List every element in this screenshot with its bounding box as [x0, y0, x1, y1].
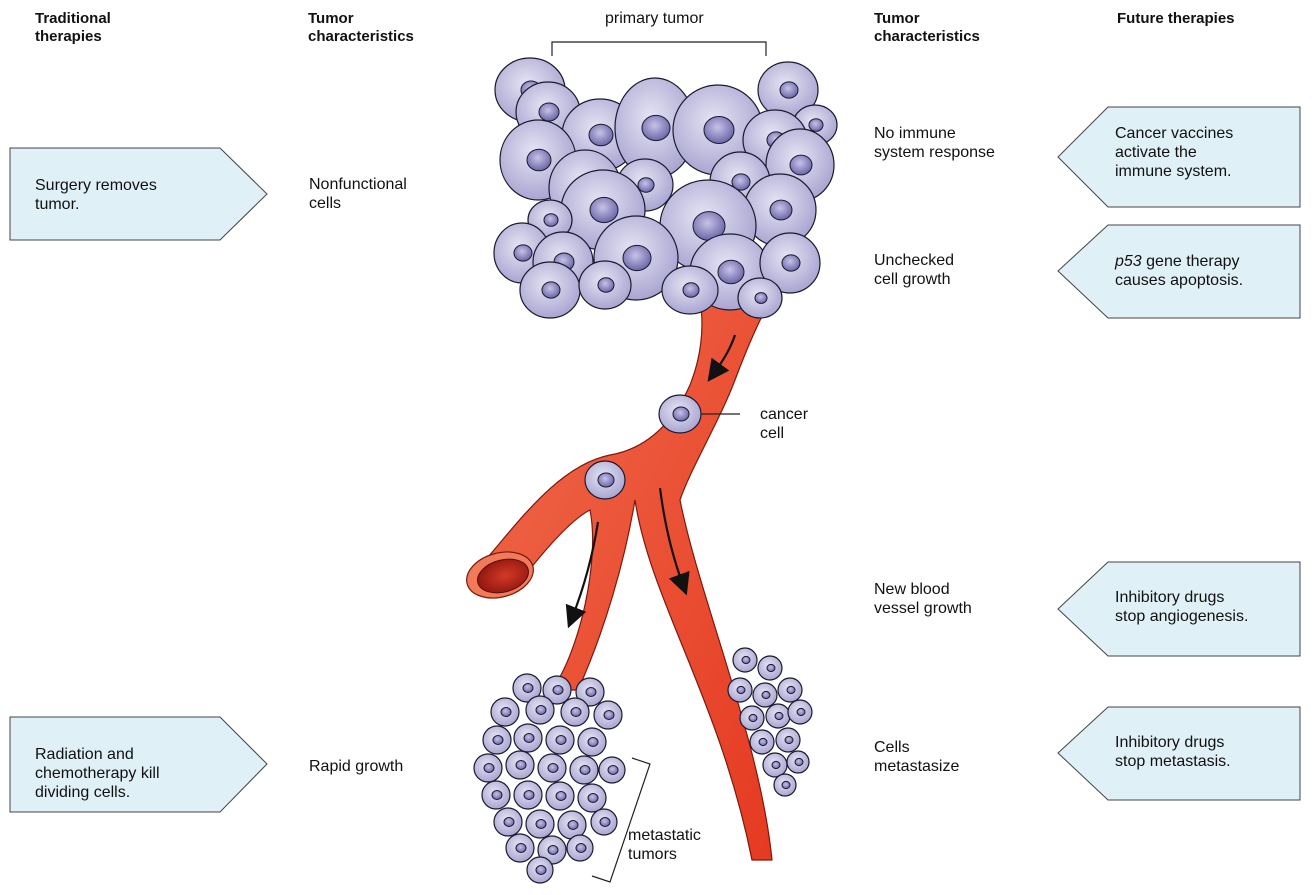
metastatic-cell	[774, 774, 796, 796]
p53-text: p53 gene therapy causes apoptosis.	[1115, 252, 1243, 290]
metastatic-cell	[788, 700, 812, 724]
metastatic-cell	[561, 698, 589, 726]
cells-metastasize-text: Cells metastasize	[874, 738, 959, 776]
metastatic-cell	[506, 751, 534, 779]
angiogenesis-text: Inhibitory drugs stop angiogenesis.	[1115, 588, 1248, 626]
vaccines-text: Cancer vaccines activate the immune syst…	[1115, 124, 1233, 181]
metastatic-cell	[763, 753, 787, 777]
metastatic-tumor-left	[474, 674, 625, 883]
tumor-cell	[662, 266, 718, 314]
metastatic-cell	[474, 754, 502, 782]
metastatic-cell	[750, 730, 774, 754]
primary-tumor-bracket	[552, 42, 766, 56]
metastatic-cell	[599, 757, 625, 783]
metastatic-cell	[753, 683, 777, 707]
nonfunctional-cells-text: Nonfunctional cells	[309, 175, 407, 213]
metastatic-tumors-label: metastatic tumors	[628, 826, 701, 864]
metastatic-cell	[491, 698, 519, 726]
tumor-cell	[579, 261, 631, 309]
metastatic-cell	[570, 756, 598, 784]
metastatic-cell	[776, 728, 800, 752]
metastatic-cell	[482, 781, 510, 809]
radiation-text: Radiation and chemotherapy kill dividing…	[35, 745, 160, 802]
metastatic-cell	[526, 696, 554, 724]
metastatic-cell	[546, 782, 574, 810]
metastatic-cell	[578, 784, 606, 812]
metastatic-cell	[567, 835, 593, 861]
primary-tumor	[494, 58, 837, 318]
tumor-cell	[738, 278, 782, 318]
metastatic-cell	[527, 857, 553, 883]
rapid-growth-text: Rapid growth	[309, 757, 403, 776]
p53-gene-name: p53	[1115, 253, 1142, 270]
circulating-cancer-cell-2	[585, 461, 625, 499]
surgery-text: Surgery removes tumor.	[35, 176, 157, 214]
primary-tumor-label: primary tumor	[605, 9, 704, 28]
circulating-cancer-cell	[659, 395, 701, 433]
metastatic-cell	[728, 678, 752, 702]
metastatic-cell	[526, 810, 554, 838]
metastatic-cell	[494, 808, 522, 836]
metastatic-cell	[758, 656, 782, 680]
metastatic-cell	[538, 754, 566, 782]
metastatic-cell	[787, 751, 809, 773]
metastatic-cell	[483, 726, 511, 754]
metastatic-cell	[514, 781, 542, 809]
tumor-cell	[520, 262, 580, 318]
no-immune-response-text: No immune system response	[874, 124, 995, 162]
metastatic-cell	[766, 704, 790, 728]
metastatic-cell	[506, 834, 534, 862]
new-vessel-growth-text: New blood vessel growth	[874, 580, 972, 618]
unchecked-growth-text: Unchecked cell growth	[874, 251, 954, 289]
metastatic-cell	[778, 678, 802, 702]
metastatic-cell	[578, 728, 606, 756]
metastatic-cell	[591, 809, 617, 835]
metastatic-cell	[594, 701, 622, 729]
metastatic-cell	[546, 726, 574, 754]
metastatic-cell	[740, 706, 764, 730]
metastatic-cell	[514, 724, 542, 752]
cancer-cell-label: cancer cell	[760, 405, 808, 443]
metastasis-text: Inhibitory drugs stop metastasis.	[1115, 733, 1231, 771]
metastatic-cell	[733, 648, 757, 672]
